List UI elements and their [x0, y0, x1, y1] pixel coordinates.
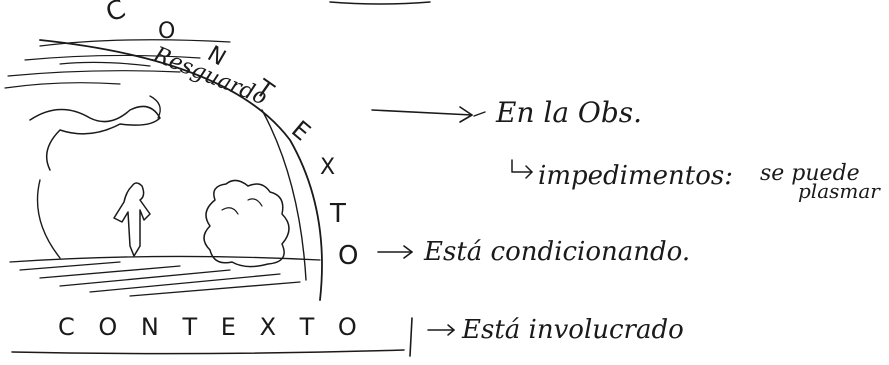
cloud-squiggle [29, 105, 161, 171]
divider-bar [409, 317, 413, 357]
arrow-obs-tail [473, 111, 486, 117]
arrow-obs [371, 106, 473, 123]
globe-left-edge [36, 179, 61, 259]
underline [11, 349, 405, 355]
arrow-condicionando [377, 245, 413, 259]
globe-arc-inner [261, 109, 307, 281]
bush-drawing [203, 179, 290, 268]
note-plasmar: plasmar [798, 179, 881, 203]
arc-letter-o2: O [338, 241, 358, 271]
arrow-involucrado [427, 324, 455, 336]
sky-hatching [4, 39, 231, 89]
ground-hatching [9, 255, 321, 297]
bent-arrow-icon [511, 159, 533, 179]
note-condicionando: Está condicionando. [423, 237, 690, 267]
arc-letter-o: O [158, 19, 175, 44]
note-impedimentos: impedimentos: [538, 161, 733, 191]
cloud-hook [149, 95, 161, 119]
arc-letter-t2: T [329, 199, 346, 229]
top-stroke [329, 1, 431, 5]
arc-letter-x: X [320, 155, 335, 180]
person-figure [113, 182, 151, 257]
note-obs: En la Obs. [495, 96, 642, 129]
contexto-bottom: C O N T E X T O [58, 313, 365, 341]
note-se-puede: se puede [760, 161, 860, 186]
globe-arc-outer [39, 39, 323, 301]
note-involucrado: Está involucrado [461, 315, 684, 345]
arc-letter-c: C [102, 0, 129, 29]
